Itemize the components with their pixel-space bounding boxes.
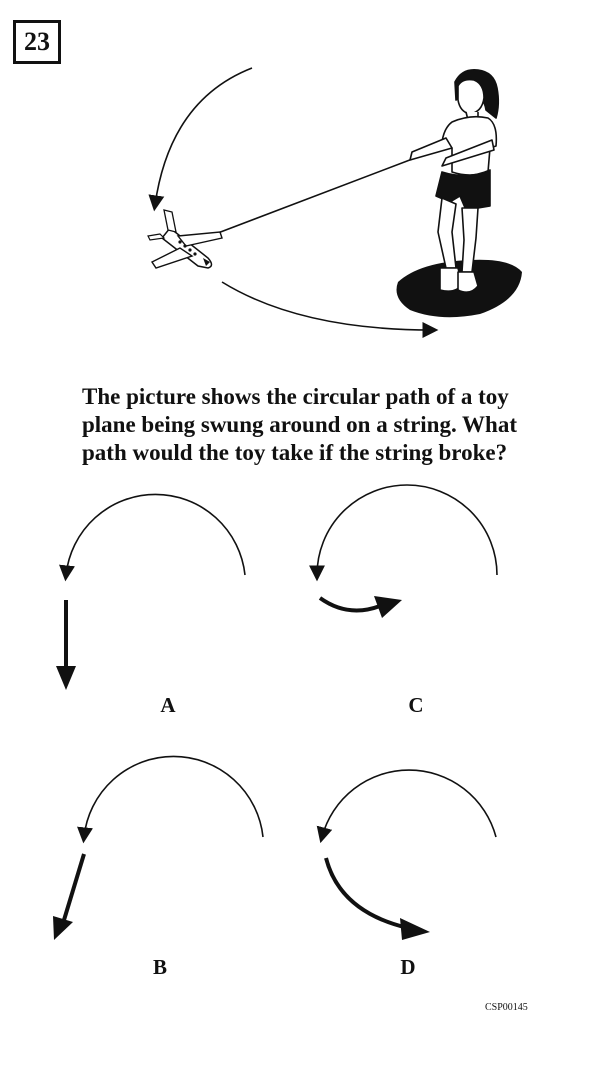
option-b-diagram (53, 755, 264, 940)
option-c[interactable] (290, 478, 550, 718)
toy-plane-illustration (147, 67, 522, 338)
option-b-label: B (152, 955, 167, 979)
question-number: 23 (13, 20, 61, 64)
option-a[interactable] (40, 478, 300, 718)
question-text: The picture shows the circular path of a… (82, 384, 518, 465)
option-c-label: C (408, 693, 424, 717)
string (209, 157, 416, 237)
path-arc-bottom (221, 281, 439, 338)
option-c-diagram (309, 484, 498, 618)
option-a-diagram (56, 493, 246, 690)
option-d-label: D (400, 955, 416, 979)
option-d[interactable] (290, 740, 550, 980)
option-d-diagram (316, 769, 497, 940)
option-a-label: A (160, 693, 176, 717)
item-code: CSP00145 (485, 1002, 528, 1013)
path-arc-top (148, 67, 253, 212)
toy-plane (147, 209, 223, 269)
girl-figure (409, 68, 500, 294)
option-b[interactable] (40, 740, 300, 980)
